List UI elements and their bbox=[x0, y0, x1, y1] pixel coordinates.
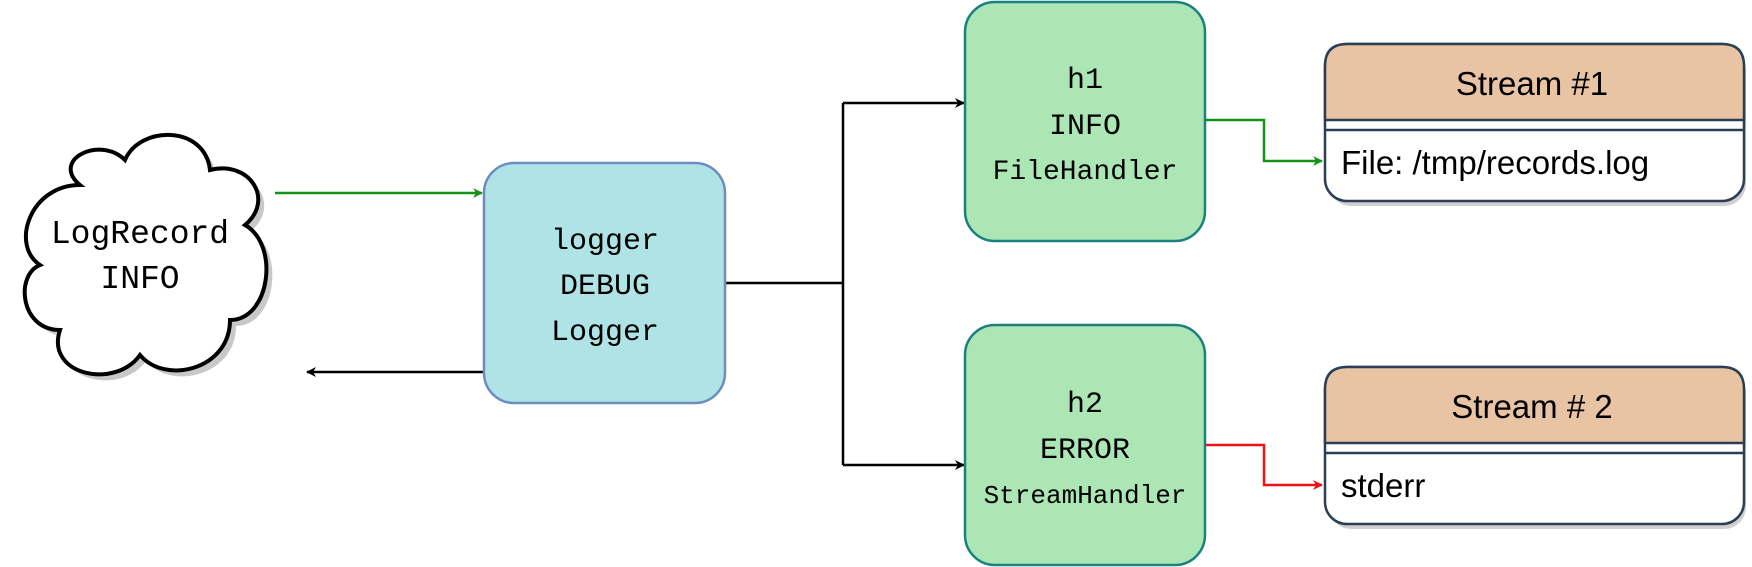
handler-h1-type: FileHandler bbox=[993, 157, 1178, 188]
cloud-shape bbox=[22, 132, 269, 377]
logger-level: DEBUG bbox=[560, 270, 650, 304]
logger-node: logger DEBUG Logger bbox=[482, 161, 727, 405]
logger-name: logger bbox=[551, 225, 659, 259]
cloud-label-line2: INFO bbox=[100, 261, 179, 298]
stream-2-target: stderr bbox=[1341, 467, 1425, 504]
handler-h1-box bbox=[963, 0, 1207, 243]
handler-h2-box bbox=[963, 323, 1207, 567]
arrow-h2-to-stream2 bbox=[1205, 443, 1323, 490]
stream-2-node: Stream # 2 stderr bbox=[1323, 365, 1746, 529]
stream-1-target: File: /tmp/records.log bbox=[1341, 144, 1649, 181]
stream-2-header bbox=[1323, 365, 1746, 445]
stream-1-header bbox=[1323, 42, 1746, 122]
log-record-cloud: LogRecord INFO bbox=[22, 132, 273, 381]
handler-h1-name: h1 bbox=[1067, 64, 1103, 98]
handler-h2-type: StreamHandler bbox=[984, 481, 1187, 511]
handler-h1-node: h1 INFO FileHandler bbox=[963, 0, 1207, 243]
cloud-label-line1: LogRecord bbox=[51, 216, 229, 253]
handler-h2-name: h2 bbox=[1067, 388, 1103, 422]
handler-h1-level: INFO bbox=[1049, 110, 1121, 144]
stream-1-node: Stream #1 File: /tmp/records.log bbox=[1323, 42, 1746, 206]
handler-h2-node: h2 ERROR StreamHandler bbox=[963, 323, 1207, 567]
logger-box bbox=[482, 161, 727, 405]
stream-2-title: Stream # 2 bbox=[1451, 388, 1612, 425]
logger-type: Logger bbox=[551, 316, 659, 350]
handler-h2-level: ERROR bbox=[1040, 434, 1130, 468]
arrow-h1-to-stream1 bbox=[1205, 118, 1323, 166]
stream-1-title: Stream #1 bbox=[1456, 65, 1608, 102]
